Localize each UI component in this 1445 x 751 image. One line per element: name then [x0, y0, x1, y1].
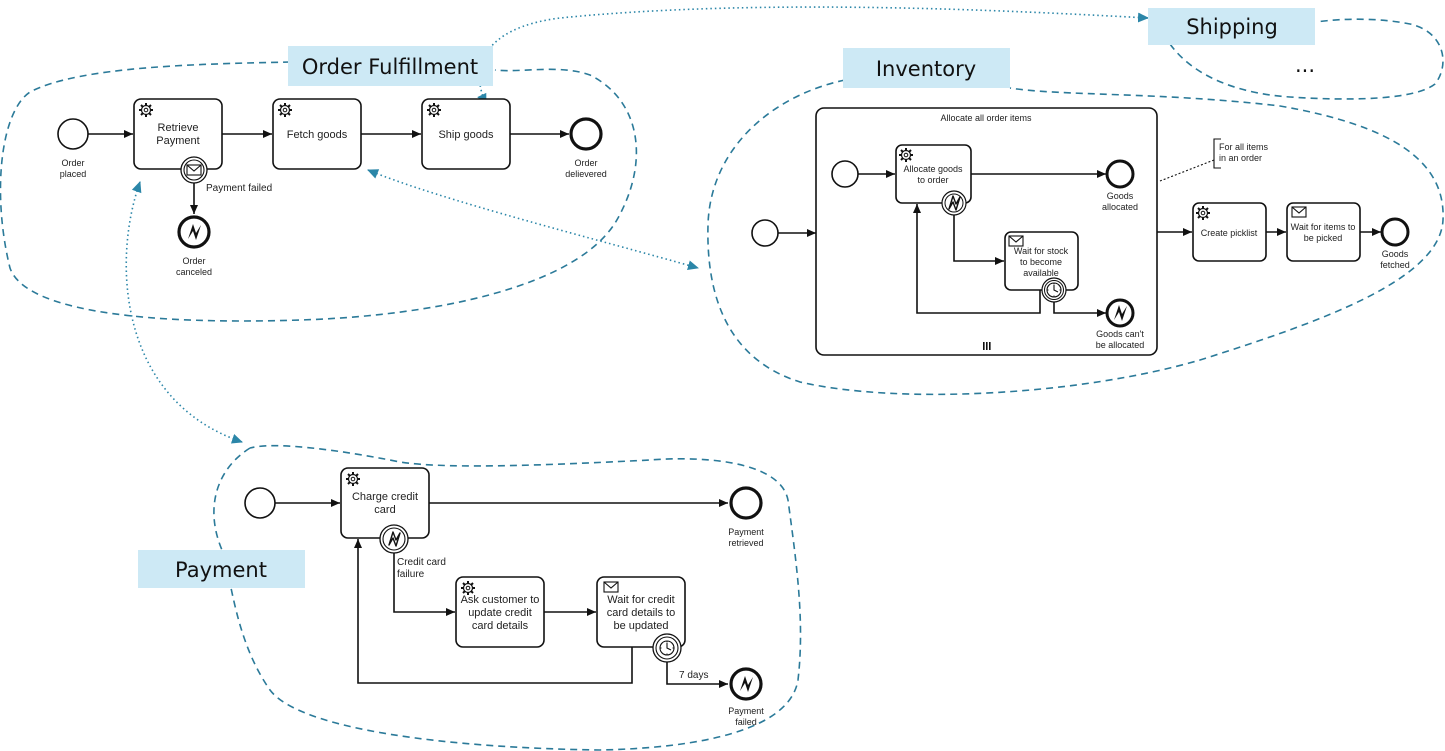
svg-text:Payment: Payment	[175, 558, 267, 582]
inventory-group-outline	[707, 79, 1444, 396]
credit-card-failure-label-2: failure	[397, 569, 425, 580]
payment-failed-end-label: Payment	[728, 706, 764, 716]
seven-days-label: 7 days	[679, 670, 708, 681]
goods-cant-label: Goods can't	[1096, 329, 1144, 339]
goods-allocated-end-event[interactable]	[1105, 159, 1135, 189]
order-delivered-label-2: delievered	[565, 169, 607, 179]
flow-timer-cant	[1053, 302, 1106, 317]
link-fetch-to-inventory	[367, 169, 699, 271]
svg-text:Order Fulfillment: Order Fulfillment	[302, 55, 478, 79]
order-fulfillment-group-outline	[0, 61, 638, 322]
ask-customer-label-3: card details	[472, 620, 529, 632]
message-envelope-icon	[1291, 206, 1307, 218]
flow-timer-failed	[666, 662, 728, 688]
order-placed-start-event[interactable]	[57, 118, 89, 150]
seven-days-timer-boundary-event[interactable]	[652, 633, 682, 663]
message-envelope-icon	[1008, 235, 1024, 247]
goods-allocated-label: Goods	[1107, 191, 1134, 201]
order-canceled-end-event[interactable]	[177, 215, 211, 249]
allocate-goods-label-2: to order	[917, 175, 948, 185]
ship-goods-label: Ship goods	[438, 129, 494, 141]
wait-card-label-2: card details to	[607, 607, 675, 619]
ask-customer-label: Ask customer to	[461, 594, 540, 606]
payment-label: Payment	[138, 550, 305, 588]
credit-card-failure-label: Credit card	[397, 557, 446, 568]
stock-timer-boundary-event[interactable]	[1041, 277, 1067, 303]
order-delivered-label: Order	[574, 158, 597, 168]
wait-for-items-picked-task[interactable]: Wait for items to be picked	[1286, 202, 1361, 262]
allocate-goods-task[interactable]: Allocate goods to order	[895, 144, 972, 204]
wait-stock-label-3: available	[1023, 268, 1059, 278]
allocate-goods-label: Allocate goods	[903, 164, 963, 174]
create-picklist-task[interactable]: Create picklist	[1192, 202, 1267, 262]
flow-wait-loop	[913, 204, 1041, 314]
fetch-goods-label: Fetch goods	[287, 129, 348, 141]
timer-clock-icon	[1046, 282, 1062, 298]
shipping-ellipsis: ...	[1295, 53, 1315, 77]
fetch-goods-task[interactable]: Fetch goods	[272, 98, 362, 170]
retrieve-payment-task[interactable]: Retrieve Payment	[133, 98, 223, 170]
allocate-all-items-subprocess[interactable]: Allocate all order items	[815, 107, 1158, 356]
ask-customer-label-2: update credit	[468, 607, 532, 619]
order-placed-label: Order	[61, 158, 84, 168]
subprocess-title: Allocate all order items	[940, 113, 1032, 123]
order-placed-label-2: placed	[60, 169, 87, 179]
payment-failed-end-event[interactable]	[729, 667, 763, 701]
goods-allocated-label-2: allocated	[1102, 202, 1138, 212]
for-all-items-annotation: For all items in an order	[1159, 138, 1269, 182]
flow-error-wait	[953, 215, 1004, 265]
order-canceled-label-2: canceled	[176, 267, 212, 277]
order-fulfillment-label: Order Fulfillment	[288, 46, 493, 86]
payment-failed-end-label-2: failed	[735, 717, 757, 727]
timer-clock-icon	[659, 640, 675, 656]
parallel-multi-instance-icon	[983, 342, 991, 350]
order-canceled-label: Order	[182, 256, 205, 266]
payment-retrieved-end-event[interactable]	[729, 486, 763, 520]
inventory-label: Inventory	[843, 48, 1010, 88]
payment-failed-label: Payment failed	[206, 183, 272, 194]
wait-card-label-3: be updated	[613, 620, 668, 632]
charge-card-label: Charge credit	[352, 491, 418, 503]
goods-cant-label-2: be allocated	[1096, 340, 1145, 350]
annotation-text: For all items	[1219, 142, 1269, 152]
inventory-start-event[interactable]	[751, 219, 779, 247]
create-picklist-label: Create picklist	[1201, 228, 1258, 238]
annotation-text-2: in an order	[1219, 153, 1262, 163]
credit-card-failure-boundary-event[interactable]	[379, 524, 409, 554]
retrieve-payment-label: Retrieve	[158, 122, 199, 134]
payment-retrieved-label-2: retrieved	[728, 538, 763, 548]
order-delivered-end-event[interactable]	[569, 117, 603, 151]
wait-stock-label: Wait for stock	[1014, 246, 1069, 256]
goods-cant-be-allocated-end-event[interactable]	[1105, 298, 1135, 328]
payment-failed-boundary-event[interactable]	[180, 156, 208, 184]
goods-fetched-label-2: fetched	[1380, 260, 1410, 270]
goods-fetched-end-event[interactable]	[1380, 217, 1410, 247]
wait-picked-label: Wait for items to	[1291, 222, 1356, 232]
wait-card-label: Wait for credit	[607, 594, 674, 606]
link-ship-to-shipping	[477, 6, 1149, 105]
charge-card-label-2: card	[374, 504, 395, 516]
flow-failure-ask	[393, 553, 455, 616]
retrieve-payment-label-2: Payment	[156, 135, 199, 147]
allocation-start-event[interactable]	[831, 160, 859, 188]
flow-wait-loop-charge	[354, 539, 633, 684]
wait-for-stock-task[interactable]: Wait for stock to become available	[1004, 231, 1079, 291]
ship-goods-task[interactable]: Ship goods	[421, 98, 511, 170]
message-envelope-icon	[186, 164, 202, 176]
wait-for-card-details-task[interactable]: Wait for credit card details to be updat…	[596, 576, 686, 648]
payment-retrieved-label: Payment	[728, 527, 764, 537]
allocation-error-boundary-event[interactable]	[941, 190, 967, 216]
wait-stock-label-2: to become	[1020, 257, 1062, 267]
shipping-label: Shipping	[1148, 8, 1315, 45]
svg-text:Inventory: Inventory	[876, 57, 976, 81]
ask-customer-task[interactable]: Ask customer to update credit card detai…	[455, 576, 545, 648]
svg-text:Shipping: Shipping	[1186, 15, 1278, 39]
wait-picked-label-2: be picked	[1304, 233, 1343, 243]
goods-fetched-label: Goods	[1382, 249, 1409, 259]
payment-start-event[interactable]	[244, 487, 276, 519]
message-envelope-icon	[603, 581, 619, 593]
